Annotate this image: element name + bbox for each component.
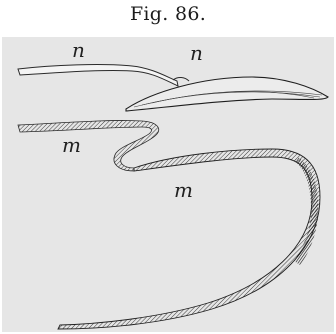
label-n-right: n [190, 41, 203, 65]
lower-curved-band-m [58, 149, 320, 329]
label-m-lower: m [174, 178, 193, 202]
middle-band-m [18, 120, 159, 171]
label-n-left: n [72, 38, 85, 62]
upper-strand-n [18, 65, 178, 86]
label-m-middle: m [62, 133, 81, 157]
tissue-drawing [2, 37, 334, 332]
figure-caption: Fig. 86. [0, 3, 336, 25]
figure-plate: n n m m [2, 37, 334, 332]
